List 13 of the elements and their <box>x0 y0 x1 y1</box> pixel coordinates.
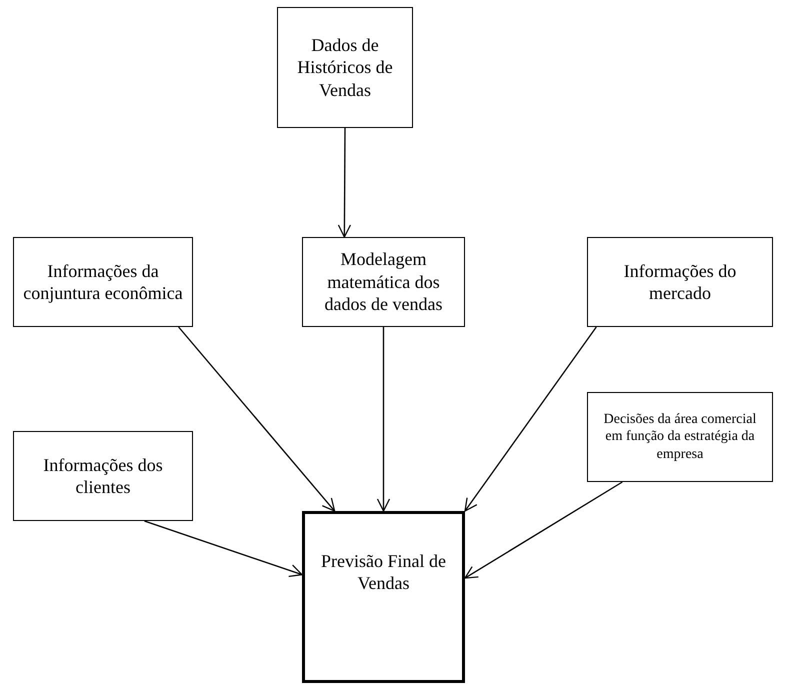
arrow <box>144 520 303 578</box>
process-box: Modelagem matemática dos dados de vendas <box>302 237 465 327</box>
process-box: Previsão Final de Vendas <box>302 511 465 683</box>
process-box: Dados de Históricos de Vendas <box>277 7 413 128</box>
process-box: Decisões da área comercial em função da estratégia da empresa <box>587 392 773 482</box>
process-box: Informações dos clientes <box>13 431 193 521</box>
arrow <box>464 326 597 512</box>
arrow <box>178 326 336 512</box>
arrow <box>376 327 390 512</box>
process-box: Informações do mercado <box>587 237 773 327</box>
arrow <box>464 481 623 579</box>
arrow <box>338 128 352 238</box>
process-box: Informações da conjuntura econômica <box>13 237 193 327</box>
